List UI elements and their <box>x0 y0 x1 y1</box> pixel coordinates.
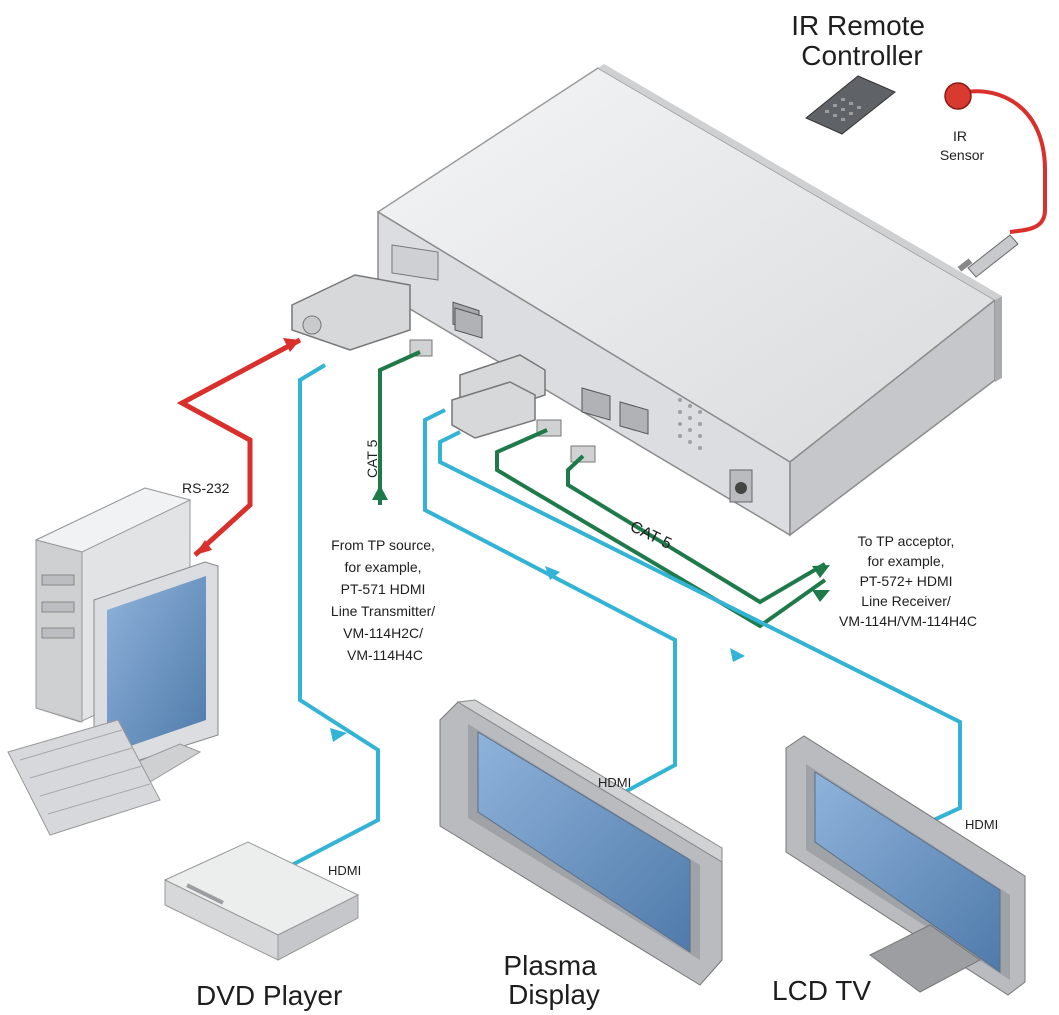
cat5-input-cable <box>372 350 421 505</box>
hdmi-lcd-label: HDMI <box>965 817 998 832</box>
rs232-label: RS-232 <box>182 480 230 496</box>
ir-sensor-icon <box>944 82 1047 278</box>
tp-source-label: From TP source, for example, PT-571 HDMI… <box>331 537 439 663</box>
rs232-cable <box>176 337 302 557</box>
hdmi-cables <box>289 363 962 868</box>
lcd-tv-icon <box>785 735 1026 996</box>
dvd-player-icon <box>163 841 360 961</box>
plasma-display-label: Plasma Display <box>503 950 604 1010</box>
ir-sensor-label: IR Sensor <box>940 128 985 163</box>
cat5-output-cables <box>495 428 830 629</box>
hdmi-dvd-label: HDMI <box>328 863 361 878</box>
ir-remote-label: IR Remote Controller <box>791 10 933 71</box>
main-unit-icon <box>291 64 1002 537</box>
hdmi-plasma-label: HDMI <box>598 775 631 790</box>
cat5-input-label: CAT 5 <box>364 439 380 478</box>
ir-remote-icon <box>805 75 896 135</box>
plasma-display-icon <box>439 699 723 986</box>
dvd-player-label: DVD Player <box>196 980 342 1011</box>
lcd-tv-label: LCD TV <box>772 975 871 1006</box>
tp-acceptor-label: To TP acceptor, for example, PT-572+ HDM… <box>839 533 977 629</box>
pc-icon <box>7 487 219 836</box>
cat5-output-label: CAT 5 <box>627 518 674 553</box>
